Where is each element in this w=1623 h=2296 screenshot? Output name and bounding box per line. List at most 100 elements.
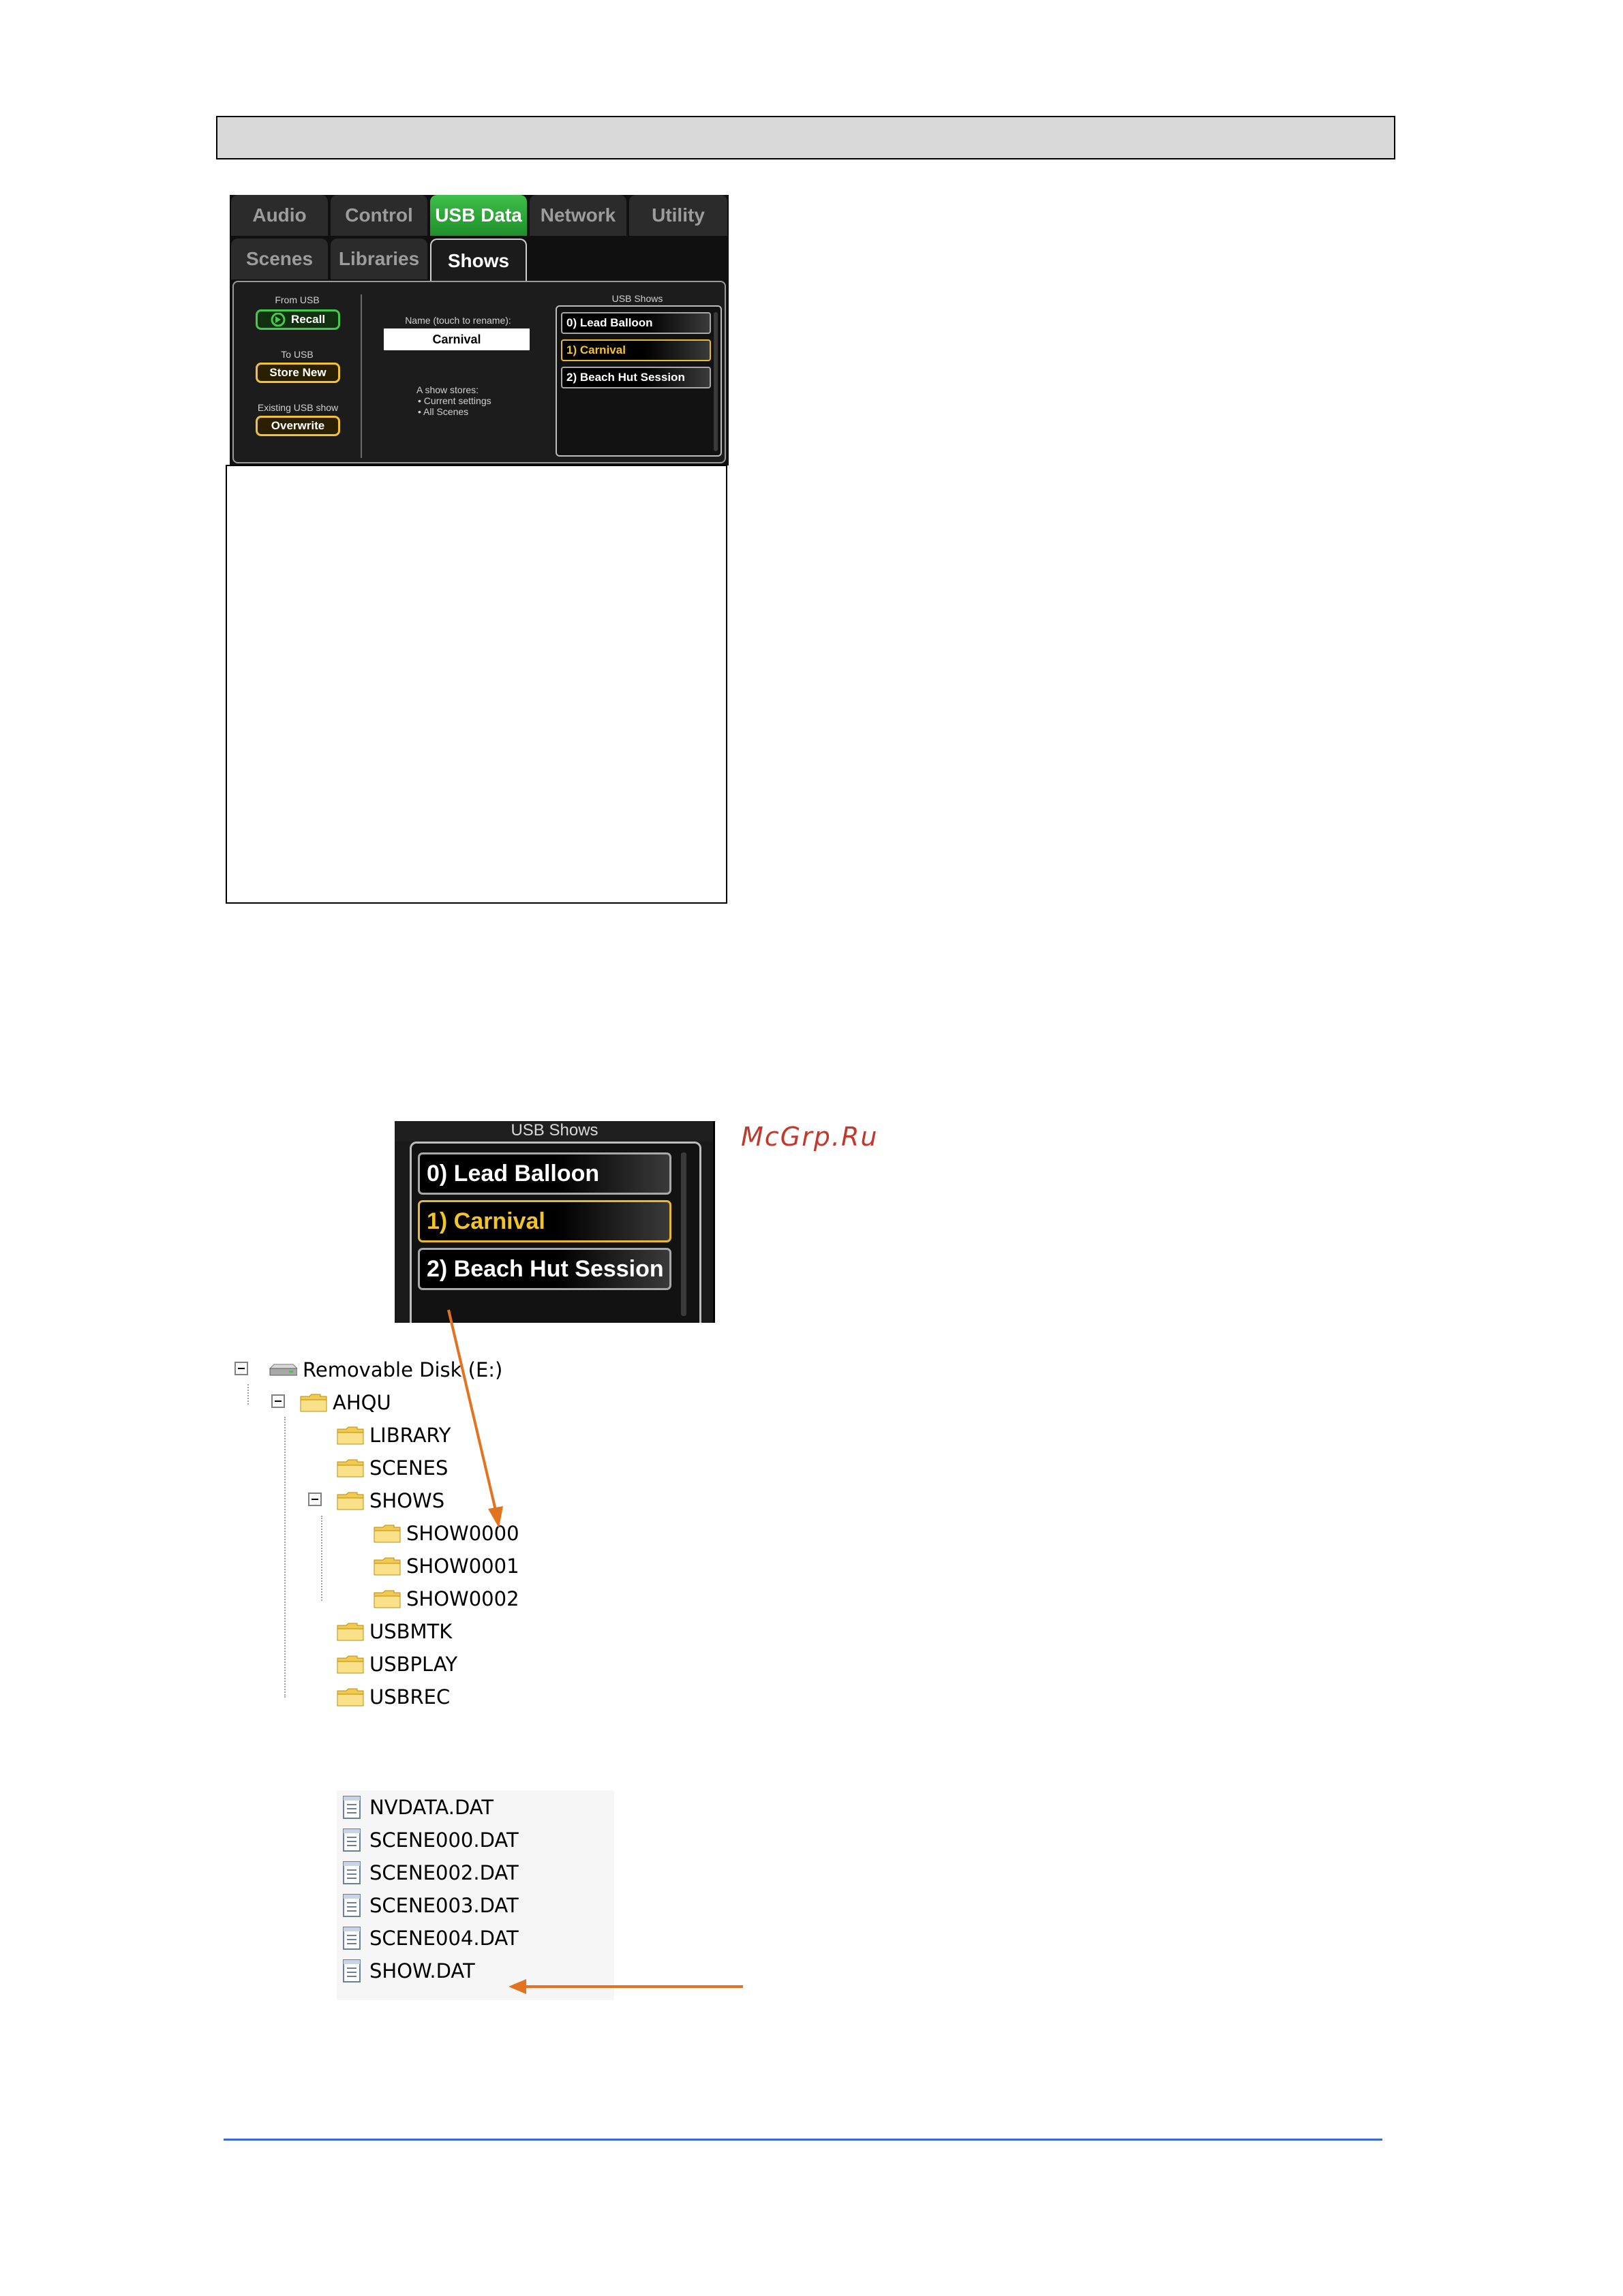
show-stores-label: A show stores: [416, 384, 479, 395]
file-label: SCENE003.DAT [369, 1894, 519, 1917]
tree-node-ahqu[interactable]: AHQU [300, 1389, 391, 1416]
shows-scrollbar[interactable] [714, 312, 718, 451]
tab-libraries[interactable]: Libraries [331, 239, 427, 279]
file-item[interactable]: NVDATA.DAT [342, 1794, 494, 1821]
show-list-item[interactable]: 0) Lead Balloon [561, 312, 711, 334]
tree-label: USBMTK [369, 1620, 453, 1643]
file-item[interactable]: SCENE000.DAT [342, 1826, 519, 1854]
tree-label: USBPLAY [369, 1653, 458, 1676]
tree-label: LIBRARY [369, 1424, 451, 1447]
name-label: Name (touch to rename): [405, 315, 511, 326]
file-item[interactable]: SCENE004.DAT [342, 1925, 519, 1952]
show-list-item[interactable]: 2) Beach Hut Session [561, 367, 711, 388]
folder-icon [337, 1426, 364, 1445]
document-icon [343, 1894, 361, 1917]
file-item[interactable]: SHOW.DAT [342, 1957, 475, 1985]
file-label: SHOW.DAT [369, 1959, 475, 1983]
document-icon [343, 1796, 361, 1819]
tree-label: USBREC [369, 1685, 451, 1709]
blank-text-box [226, 465, 727, 904]
to-usb-label: To USB [281, 349, 314, 360]
zoom-show-item[interactable]: 0) Lead Balloon [418, 1152, 671, 1195]
tree-label: SHOW0000 [406, 1522, 519, 1545]
tree-label: SHOW0001 [406, 1555, 519, 1578]
document-icon [343, 1828, 361, 1852]
file-label: SCENE000.DAT [369, 1828, 519, 1852]
recall-button[interactable]: Recall [256, 309, 340, 330]
show-stores-item-scenes: • All Scenes [418, 406, 469, 417]
tree-node-show0001[interactable]: SHOW0001 [374, 1552, 519, 1580]
tree-guide [247, 1384, 249, 1405]
tree-node-usbrec[interactable]: USBREC [337, 1683, 450, 1711]
show-list-item-selected[interactable]: 1) Carnival [561, 339, 711, 361]
folder-icon [337, 1492, 364, 1510]
section-header-bar [216, 116, 1395, 159]
zoom-usb-shows-label: USB Shows [511, 1121, 598, 1139]
disk-drive-icon [269, 1364, 297, 1376]
tree-node-show0002[interactable]: SHOW0002 [374, 1585, 519, 1612]
tab-utility[interactable]: Utility [629, 195, 727, 236]
overwrite-button[interactable]: Overwrite [256, 416, 340, 436]
folder-icon [374, 1557, 401, 1576]
folder-icon [337, 1623, 364, 1641]
tree-guide [284, 1417, 286, 1698]
zoom-show-item[interactable]: 2) Beach Hut Session [418, 1248, 671, 1290]
folder-icon [300, 1394, 327, 1412]
usb-shows-label: USB Shows [611, 293, 663, 304]
file-label: SCENE002.DAT [369, 1861, 519, 1884]
tree-label: SCENES [369, 1456, 449, 1480]
tree-node-usbplay[interactable]: USBPLAY [337, 1651, 457, 1678]
folder-icon [337, 1459, 364, 1478]
file-label: SCENE004.DAT [369, 1927, 519, 1950]
zoom-show-item-selected[interactable]: 1) Carnival [418, 1200, 671, 1242]
show-name-field[interactable]: Carnival [384, 328, 530, 350]
footer-rule [224, 2139, 1382, 2141]
tree-node-removable-disk[interactable]: Removable Disk (E:) [264, 1356, 502, 1383]
store-new-button[interactable]: Store New [256, 363, 340, 383]
usb-shows-screen: Audio Control USB Data Network Utility S… [230, 195, 729, 465]
tree-node-usbmtk[interactable]: USBMTK [337, 1618, 452, 1645]
collapse-root-toggle[interactable] [234, 1362, 248, 1375]
tree-label: SHOWS [369, 1489, 445, 1512]
show-stores-item-settings: • Current settings [418, 395, 491, 406]
tree-label: SHOW0002 [406, 1587, 519, 1610]
watermark: McGrp.Ru [741, 1122, 879, 1152]
file-item[interactable]: SCENE002.DAT [342, 1859, 519, 1886]
folder-icon [337, 1688, 364, 1706]
tab-usb-data[interactable]: USB Data [430, 195, 527, 236]
recall-arrow-icon [271, 313, 286, 326]
zoom-edge-line [713, 1121, 715, 1323]
zoom-scrollbar[interactable] [681, 1152, 686, 1316]
collapse-shows-toggle[interactable] [308, 1493, 322, 1506]
existing-usb-show-label: Existing USB show [257, 402, 339, 413]
tab-shows[interactable]: Shows [430, 239, 527, 282]
usb-shows-zoom: USB Shows 0) Lead Balloon 1) Carnival 2)… [395, 1121, 714, 1323]
file-list-panel [337, 1790, 614, 2000]
file-item[interactable]: SCENE003.DAT [342, 1892, 519, 1919]
folder-icon [374, 1525, 401, 1543]
tab-scenes[interactable]: Scenes [231, 239, 328, 279]
arrow-shows-to-folders [447, 1309, 498, 1514]
tree-node-show0000[interactable]: SHOW0000 [374, 1520, 519, 1547]
file-label: NVDATA.DAT [369, 1796, 494, 1819]
folder-icon [337, 1655, 364, 1674]
shows-panel: From USB Recall To USB Store New Existin… [232, 281, 726, 463]
tab-control[interactable]: Control [331, 195, 427, 236]
recall-button-label: Recall [290, 313, 326, 326]
tree-label: AHQU [333, 1391, 391, 1414]
tab-audio[interactable]: Audio [231, 195, 328, 236]
divider-left [361, 294, 362, 458]
tree-label: Removable Disk (E:) [303, 1358, 503, 1381]
document-icon [343, 1959, 361, 1983]
tree-node-shows[interactable]: SHOWS [337, 1487, 444, 1514]
folder-icon [374, 1590, 401, 1608]
tree-node-library[interactable]: LIBRARY [337, 1422, 451, 1449]
tree-guide [321, 1516, 322, 1601]
collapse-ahqu-toggle[interactable] [271, 1394, 285, 1408]
document-icon [343, 1927, 361, 1950]
tab-network[interactable]: Network [530, 195, 626, 236]
usb-shows-list[interactable]: 0) Lead Balloon 1) Carnival 2) Beach Hut… [556, 305, 722, 457]
tree-node-scenes[interactable]: SCENES [337, 1454, 448, 1482]
document-icon [343, 1861, 361, 1884]
from-usb-label: From USB [275, 294, 320, 305]
